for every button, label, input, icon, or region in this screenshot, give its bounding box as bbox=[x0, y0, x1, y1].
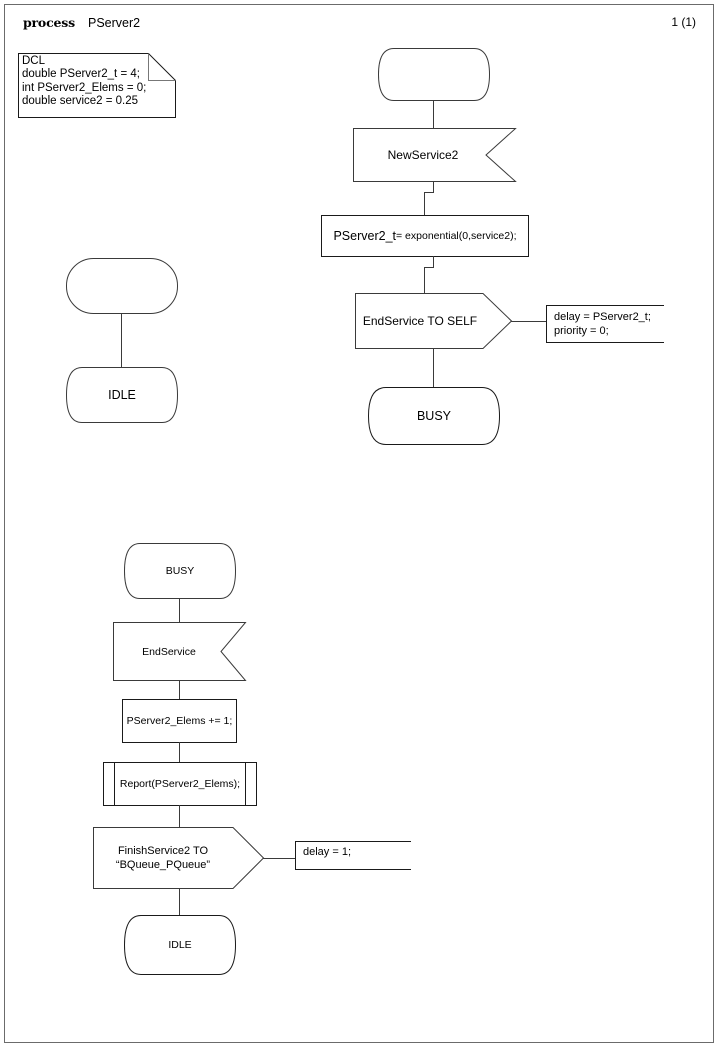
state-idle-bottom[interactable]: IDLE bbox=[123, 915, 237, 975]
page-border bbox=[4, 4, 714, 1043]
dcl-note: DCL double PServer2_t = 4; int PServer2_… bbox=[18, 53, 176, 118]
connector-output-to-idle bbox=[179, 888, 180, 916]
procedure-call-report[interactable]: Report(PServer2_Elems); bbox=[103, 762, 257, 806]
connector-jog-a1 bbox=[433, 181, 434, 193]
connector-jog-b3 bbox=[424, 267, 425, 294]
output-finishservice2[interactable]: FinishService2 TO “BQueue_PQueue” bbox=[93, 827, 265, 889]
dcl-note-text: DCL double PServer2_t = 4; int PServer2_… bbox=[22, 55, 147, 108]
comment-endservice-self-text: delay = PServer2_t; priority = 0; bbox=[554, 311, 651, 337]
connector-jog-b2 bbox=[424, 267, 434, 268]
comment-finishservice2-text: delay = 1; bbox=[303, 846, 352, 858]
connector-idle-to-newservice2 bbox=[433, 100, 434, 129]
page-title: PServer2 bbox=[88, 16, 141, 30]
input-endservice[interactable]: EndService bbox=[113, 622, 247, 681]
task-pserver2-t-label: PServer2_t = exponential(0,service2); bbox=[321, 215, 529, 257]
connector-procedure-to-output bbox=[179, 805, 180, 828]
task-pserver2-t-expression: = exponential(0,service2); bbox=[396, 230, 517, 242]
connector-output-to-busy bbox=[433, 348, 434, 388]
state-busy-top[interactable]: BUSY bbox=[367, 387, 501, 445]
connector-jog-a2 bbox=[424, 192, 434, 193]
comment-endservice-self: delay = PServer2_t; priority = 0; bbox=[546, 305, 664, 343]
connector-comment-finishservice2 bbox=[263, 858, 296, 859]
task-pserver2-t[interactable]: PServer2_t = exponential(0,service2); bbox=[321, 215, 529, 257]
page-title-keyword: process bbox=[23, 15, 75, 30]
connector-comment-endservice bbox=[511, 321, 547, 322]
connector-busy-to-endservice bbox=[179, 598, 180, 623]
page-number: 1 (1) bbox=[671, 15, 696, 29]
input-newservice2[interactable]: NewService2 bbox=[353, 128, 517, 182]
connector-task-to-procedure bbox=[179, 742, 180, 763]
output-endservice-self[interactable]: EndService TO SELF bbox=[355, 293, 513, 349]
task-pserver2-t-prefix: PServer2_t bbox=[333, 229, 396, 243]
connector-jog-a3 bbox=[424, 192, 425, 216]
state-idle-left[interactable]: IDLE bbox=[65, 367, 179, 423]
connector-endservice-to-task bbox=[179, 680, 180, 700]
state-idle-top[interactable] bbox=[377, 48, 491, 101]
start-symbol[interactable] bbox=[66, 258, 178, 314]
comment-finishservice2: delay = 1; bbox=[295, 841, 411, 870]
state-busy-bottom[interactable]: BUSY bbox=[123, 543, 237, 599]
connector-jog-b1 bbox=[433, 256, 434, 268]
task-increment-elems[interactable]: PServer2_Elems += 1; bbox=[122, 699, 237, 743]
connector-start-to-idle bbox=[121, 313, 122, 368]
